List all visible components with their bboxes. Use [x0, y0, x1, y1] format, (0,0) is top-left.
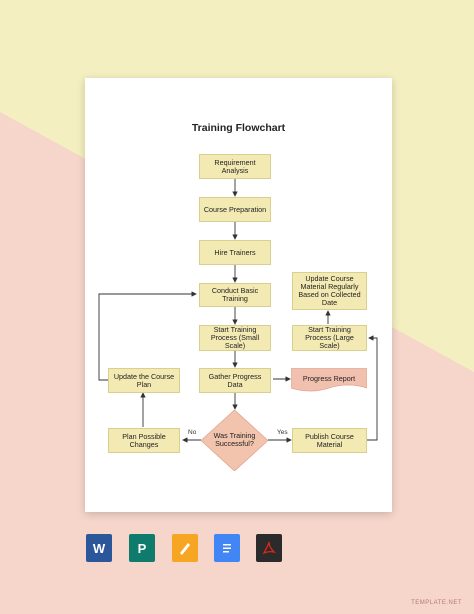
- node-requirement-analysis: Requirement Analysis: [199, 154, 271, 179]
- publisher-icon[interactable]: P: [129, 534, 155, 562]
- node-start-training-large: Start Training Process (Large Scale): [292, 325, 367, 351]
- node-update-course-material: Update Course Material Regularly Based o…: [292, 272, 367, 310]
- node-was-training-successful: Was Training Successful?: [213, 431, 256, 448]
- node-plan-possible-changes: Plan Possible Changes: [108, 428, 180, 453]
- edge-label-no: No: [188, 429, 197, 436]
- edge-label-yes: Yes: [277, 429, 288, 436]
- pages-icon[interactable]: [172, 534, 198, 562]
- node-decision-diamond: [201, 410, 268, 471]
- node-update-course-plan: Update the Course Plan: [108, 368, 180, 393]
- google-docs-icon[interactable]: [214, 534, 240, 562]
- node-gather-progress-data: Gather Progress Data: [199, 368, 271, 393]
- node-hire-trainers: Hire Trainers: [199, 240, 271, 265]
- node-progress-report-shape: [291, 368, 367, 392]
- app-icons-row: W P: [0, 534, 474, 564]
- pdf-icon[interactable]: [256, 534, 282, 562]
- node-publish-course-material: Publish Course Material: [292, 428, 367, 453]
- watermark: TEMPLATE.NET: [411, 600, 462, 606]
- node-progress-report: Progress Report: [302, 374, 356, 383]
- node-start-training-small: Start Training Process (Small Scale): [199, 325, 271, 351]
- node-course-preparation: Course Preparation: [199, 197, 271, 222]
- flowchart-title: Training Flowchart: [191, 122, 286, 134]
- word-icon[interactable]: W: [86, 534, 112, 562]
- node-conduct-basic-training: Conduct Basic Training: [199, 283, 271, 307]
